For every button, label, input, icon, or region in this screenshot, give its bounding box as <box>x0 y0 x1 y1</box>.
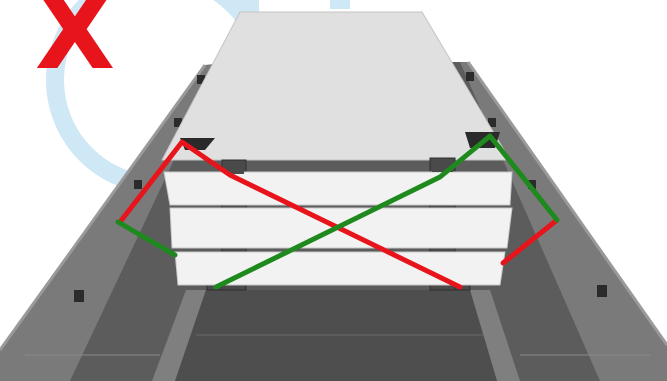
lashing-point-left-3 <box>134 180 142 189</box>
beam-top <box>164 172 512 205</box>
cargo <box>162 12 512 290</box>
load-top-panel <box>162 12 510 160</box>
lashing-point-right-1 <box>466 72 474 81</box>
lashing-point-left-4 <box>74 290 84 302</box>
lashing-point-right-4 <box>597 285 607 297</box>
red-x-incorrect-icon: X <box>26 0 124 78</box>
